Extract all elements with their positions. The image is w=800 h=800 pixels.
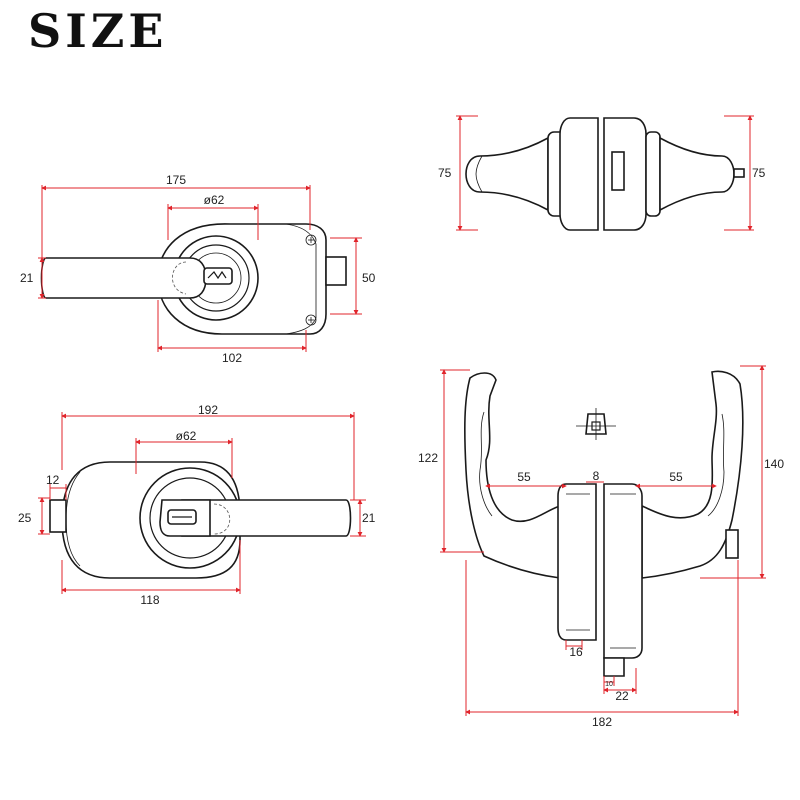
- rose-right: [603, 117, 647, 231]
- dim-16: 16: [569, 645, 583, 659]
- lever-left: [464, 372, 561, 579]
- dim-25: 25: [18, 511, 32, 525]
- front-view-bottom: 192 ø62 12 25 21 118: [18, 403, 376, 607]
- knob-right: [659, 136, 735, 212]
- spindle-detail: [576, 408, 616, 440]
- side-view-bottom: 122 140 55 8 55 16 10 22 182: [418, 365, 784, 729]
- dim-21-top: 21: [20, 271, 34, 285]
- dim-75-right: 75: [752, 166, 766, 180]
- dim-55-left: 55: [517, 470, 531, 484]
- dim-182: 182: [592, 715, 612, 729]
- latch-bolt: [325, 256, 347, 286]
- dim-o62-2: ø62: [176, 429, 197, 443]
- dim-102: 102: [222, 351, 242, 365]
- page-title: SIZE: [28, 4, 168, 58]
- latch-tongue: [603, 657, 625, 677]
- dim-8: 8: [593, 469, 600, 483]
- dim-75-left: 75: [438, 166, 452, 180]
- dim-192: 192: [198, 403, 218, 417]
- keyhole-icon: [207, 270, 227, 280]
- dim-22: 22: [615, 689, 629, 703]
- dim-140: 140: [764, 457, 784, 471]
- dim-10: 10: [605, 681, 613, 688]
- latch-bolt-2: [49, 499, 67, 533]
- lever-right: [641, 370, 744, 579]
- dim-122: 122: [418, 451, 438, 465]
- dim-175: 175: [166, 173, 186, 187]
- rose-left: [559, 117, 599, 231]
- knob-left: [465, 136, 549, 212]
- front-view-top: 175 ø62 21 50 102: [20, 173, 376, 365]
- dim-12: 12: [46, 473, 60, 487]
- dim-118: 118: [140, 593, 159, 607]
- dim-55-right: 55: [669, 470, 683, 484]
- lever-handle: [40, 257, 207, 299]
- side-view-top: 75 75: [438, 115, 766, 231]
- dim-o62: ø62: [204, 193, 225, 207]
- lever-handle-2: [181, 499, 352, 537]
- rose-center: [557, 483, 597, 641]
- dim-50: 50: [362, 271, 376, 285]
- dim-21-bottom: 21: [362, 511, 376, 525]
